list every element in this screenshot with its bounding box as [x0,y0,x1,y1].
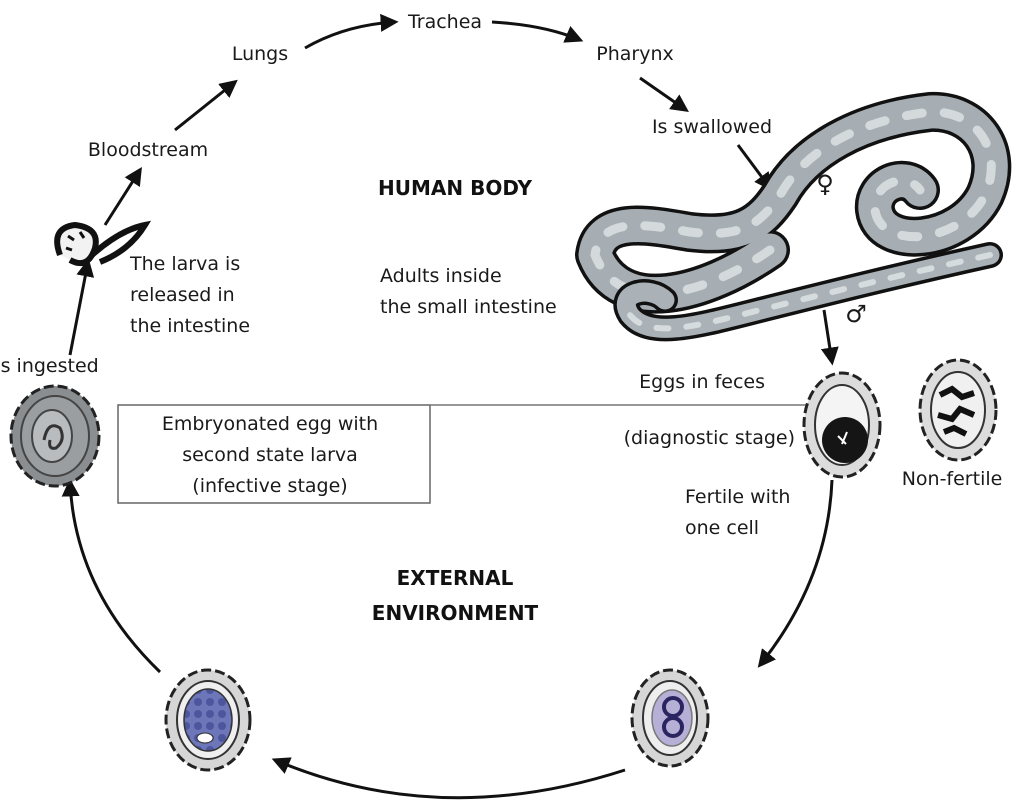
adult-worms-icon [595,112,991,328]
larva-label-line1: The larva is [129,253,240,275]
fertile-egg-icon [804,373,880,477]
fertile-label-line1: Fertile with [685,486,790,508]
trachea-label: Trachea [407,11,482,33]
diagnostic-stage-label: (diagnostic stage) [624,427,795,449]
embryonated-label-line1: Embryonated egg with [162,413,378,435]
arrow-larva-to-bloodstream [105,170,140,225]
adults-label-line2: the small intestine [380,296,557,318]
male-symbol: ♂ [845,300,867,328]
embryonated-egg-icon [11,386,99,486]
external-heading-line1: EXTERNAL [397,566,514,590]
arrow-embryonation-to-larva-egg [275,760,625,798]
nonfertile-label: Non-fertile [902,468,1003,490]
fertile-label-line2: one cell [685,517,759,539]
ingested-label: Is ingested [0,355,99,377]
swallowed-label: Is swallowed [652,116,772,138]
female-symbol: ♀ [816,170,834,198]
lungs-label: Lungs [232,43,288,65]
human-body-heading: HUMAN BODY [378,176,532,200]
external-heading-line2: ENVIRONMENT [372,601,539,625]
larva-label-line3: the intestine [130,315,250,337]
arrow-ingested-to-larva [70,262,88,355]
arrow-pharynx-to-swallowed [640,78,686,110]
larva-egg-icon [166,670,250,770]
nonfertile-egg-icon [920,360,996,460]
embryonated-label-line3: (infective stage) [192,475,347,497]
arrow-trachea-to-pharynx [492,22,580,40]
arrow-worm-to-eggs [824,310,832,362]
larva-label-line2: released in [130,284,235,306]
embryonated-label-line2: second state larva [182,444,358,466]
eggs-in-feces-label: Eggs in feces [639,371,765,393]
bloodstream-label: Bloodstream [88,139,208,161]
adults-label-line1: Adults inside [380,265,502,287]
pharynx-label: Pharynx [596,43,673,65]
embryonating-egg-icon [632,670,708,766]
arrow-bloodstream-to-lungs [175,82,235,130]
arrow-larva-egg-to-embryonated [70,482,160,672]
arrow-lungs-to-trachea [305,22,395,48]
